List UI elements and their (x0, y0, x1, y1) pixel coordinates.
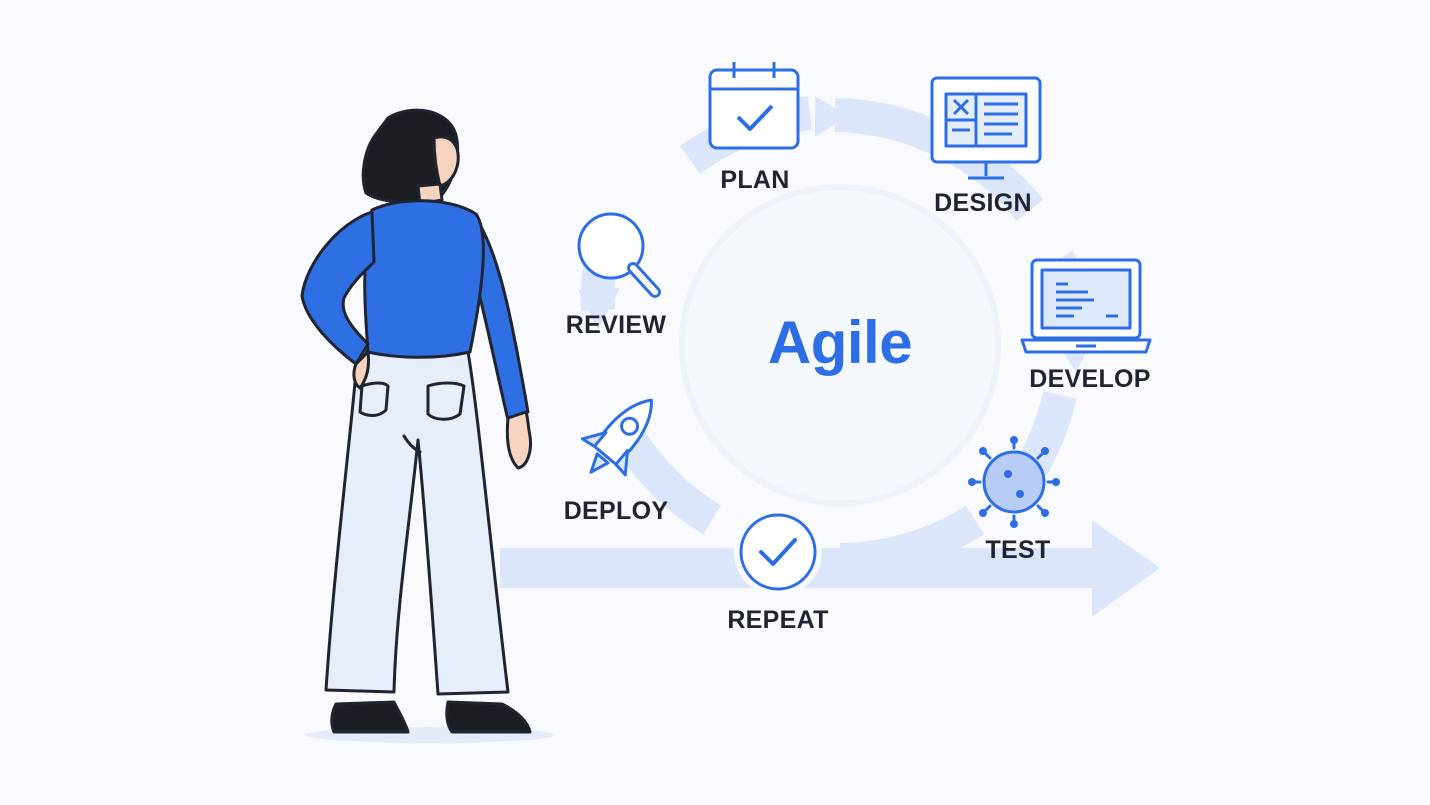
right-hand (505, 410, 532, 470)
pocket-left (358, 381, 390, 417)
inner-circle (679, 184, 1001, 506)
laptop-code-icon (1020, 258, 1152, 354)
stage-label-deploy: DEPLOY (563, 497, 669, 525)
left-arm (300, 210, 376, 366)
left-hand (352, 350, 370, 390)
check-circle-icon (734, 508, 822, 596)
neck (416, 182, 444, 206)
ring-arrowhead-1 (815, 96, 848, 137)
pants-seam (402, 434, 422, 454)
face (432, 135, 460, 188)
rocket-icon (580, 398, 653, 477)
stage-label-test: TEST (985, 536, 1051, 564)
pants (324, 348, 510, 696)
calendar-check-icon (708, 62, 800, 150)
forward-arrow-head (1092, 520, 1160, 617)
ring-arrowhead-3 (578, 288, 620, 330)
stage-label-develop: DEVELOP (1029, 365, 1151, 393)
magnifier-icon (577, 212, 661, 298)
monitor-wireframe-icon (930, 76, 1042, 180)
right-shoe (445, 700, 532, 734)
stage-label-plan: PLAN (720, 166, 790, 194)
ring-arc-6 (615, 430, 722, 535)
stage-label-review: REVIEW (565, 311, 667, 339)
bug-icon (968, 436, 1060, 528)
left-shoe (330, 700, 410, 734)
shirt (363, 199, 485, 359)
pocket-right (426, 381, 466, 421)
center-title: Agile (767, 309, 913, 376)
person-illustration (300, 108, 555, 743)
stage-label-design: DESIGN (934, 189, 1032, 217)
stage-label-repeat: REPEAT (727, 606, 829, 634)
